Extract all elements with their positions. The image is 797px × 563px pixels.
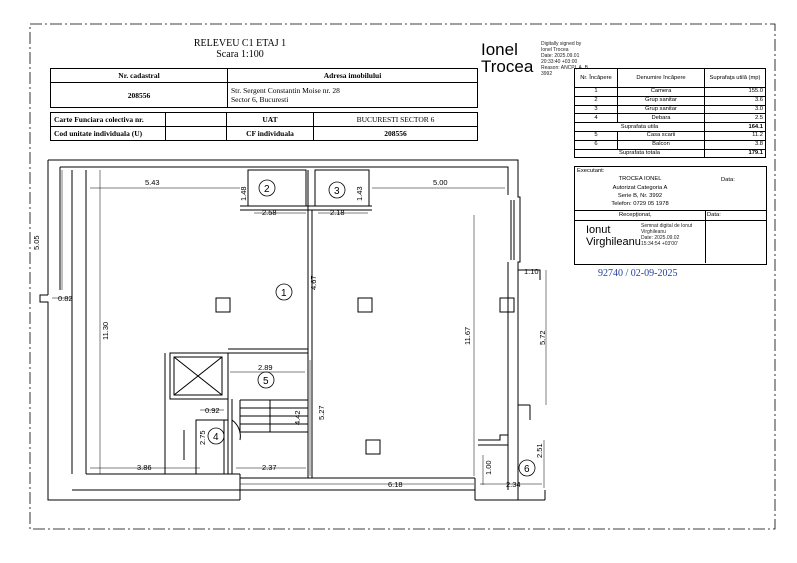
walls [39,159,546,501]
executant-name: TROCEA IONEL [618,176,662,182]
digital-signature-trocea: Ionel Trocea [481,41,533,75]
dimension-labels: 5.43 5.00 1.48 2.58 2.18 1.43 5.05 0.82 … [32,178,547,489]
executant-date-label: Data: [721,177,735,183]
adresa-line2: Sector 6, Bucuresti [231,95,289,104]
dim-618: 6.18 [388,480,403,489]
dimension-lines [52,170,547,488]
nr-cadastral-value: 208556 [50,82,228,108]
room-label-6: 6 [524,464,530,475]
adresa-value: Str. Sergent Constantin Moise nr. 28 Sec… [227,82,478,108]
dim-092: 0.92 [205,406,220,415]
executant-divider [575,210,766,211]
header-nr: Nr. Încăpere [574,68,618,88]
reference-number: 92740 / 02-09-2025 [598,268,678,279]
room-label-4: 4 [213,432,219,443]
room-label-2: 2 [264,184,270,195]
receptionat-label: Recepţionat, [619,212,652,218]
room-marker-6 [518,459,536,477]
dim-237: 2.37 [262,463,277,472]
cf-individuala-value: 208556 [313,126,478,141]
drawing-scale: Scara 1:100 [216,49,264,60]
executant-label: Executant: [577,168,605,174]
dim-505: 5.05 [32,235,41,250]
rooms-area-table: Nr. Încăpere Denumire încăpere Suprafaţa… [574,68,766,159]
room-marker-2 [258,179,276,197]
executant-phone: Telefon: 0729 05 1978 [611,201,669,207]
dim-258: 2.58 [262,208,277,217]
dim-500: 5.00 [433,178,448,187]
room-marker-4 [207,427,225,445]
signature-name-line2: Trocea [481,57,534,76]
dim-275: 2.75 [198,430,207,445]
room-markers: 2 3 1 5 4 6 [207,179,536,477]
dim-467: 4.67 [309,275,318,290]
signature-details-virghileanu: Semnat digital de Ionut Virghileanu Date… [641,223,693,247]
page-frame [29,23,776,530]
dim-527: 5.27 [317,405,326,420]
dim-218: 2.18 [330,208,345,217]
executant-authorization: Autorizat Categoria A [612,185,668,191]
dim-543: 5.43 [145,178,160,187]
cf-info-table: Carte Funciara colectiva nr. UAT BUCURES… [50,112,478,141]
dim-1167: 11.67 [463,327,472,345]
header-area: Suprafaţa utilă (mp) [704,68,766,88]
dim-082: 0.82 [58,294,73,303]
room-marker-3 [328,181,346,199]
dim-143: 1.43 [355,186,364,201]
adresa-line1: Str. Sergent Constantin Moise nr. 28 [231,86,340,95]
receptionat-divider [575,220,766,221]
room-label-5: 5 [263,376,269,387]
receptionat-cell [575,210,706,263]
dim-100: 1.00 [484,460,493,475]
dim-251: 2.51 [535,443,544,458]
dim-234: 2.34 [506,480,521,489]
signature2-name-line1: Ionut [586,224,611,236]
dim-289: 2.89 [258,363,273,372]
receptionat-date-label: Data: [707,212,721,218]
signature-name-line1: Ionel [481,40,518,59]
cf-individuala-label: CF individuala [226,126,314,141]
dim-1130: 11.30 [101,322,110,340]
dim-572: 5.72 [538,330,547,345]
signature-details-trocea: Digitally signed by Ionel Trocea Date: 2… [541,41,590,77]
signature2-name-line2: Virghileanu [586,236,641,248]
drawing-title: RELEVEU C1 ETAJ 1 [193,38,287,49]
dim-442: 4.42 [293,410,302,425]
executant-series: Serie B, Nr. 3992 [617,193,663,199]
room-marker-5 [257,371,275,389]
property-info-table: Nr. cadastral Adresa imobilului 208556 S… [50,68,478,108]
dim-386: 3.86 [137,463,152,472]
digital-signature-virghileanu: Ionut Virghileanu [586,224,641,248]
dim-148: 1.48 [239,186,248,201]
total-row: Suprafata totala 179.1 [574,148,766,159]
room-marker-1 [275,283,293,301]
room-label-3: 3 [334,186,340,197]
executant-box: Executant: Data: TROCEA IONEL Autorizat … [574,166,767,265]
room-label-1: 1 [281,288,287,299]
dim-110: 1.10 [524,267,539,276]
